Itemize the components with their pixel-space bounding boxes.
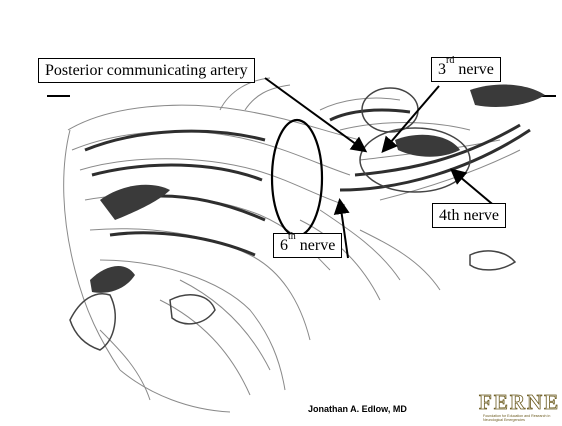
label-sixth-nerve: 6th nerve <box>273 233 342 258</box>
logo-subtitle: Foundation for Education and Research in… <box>483 414 553 422</box>
label-third-nerve: 3rd nerve <box>431 57 501 82</box>
label-sixth-number: 6 <box>280 237 288 254</box>
label-sixth-ordinal: th <box>288 231 296 242</box>
ferne-logo: FERNE Foundation for Education and Resea… <box>465 390 557 426</box>
label-third-word: nerve <box>454 61 494 78</box>
label-fourth-nerve: 4th nerve <box>432 203 506 228</box>
label-pca-text: Posterior communicating artery <box>45 62 248 79</box>
label-sixth-word: nerve <box>296 237 336 254</box>
label-third-ordinal: rd <box>446 55 454 66</box>
author-credit: Jonathan A. Edlow, MD <box>308 404 407 414</box>
label-third-number: 3 <box>438 61 446 78</box>
logo-wordmark: FERNE <box>479 390 560 415</box>
label-fourth-text: 4th nerve <box>439 207 499 224</box>
label-posterior-communicating-artery: Posterior communicating artery <box>38 58 255 83</box>
